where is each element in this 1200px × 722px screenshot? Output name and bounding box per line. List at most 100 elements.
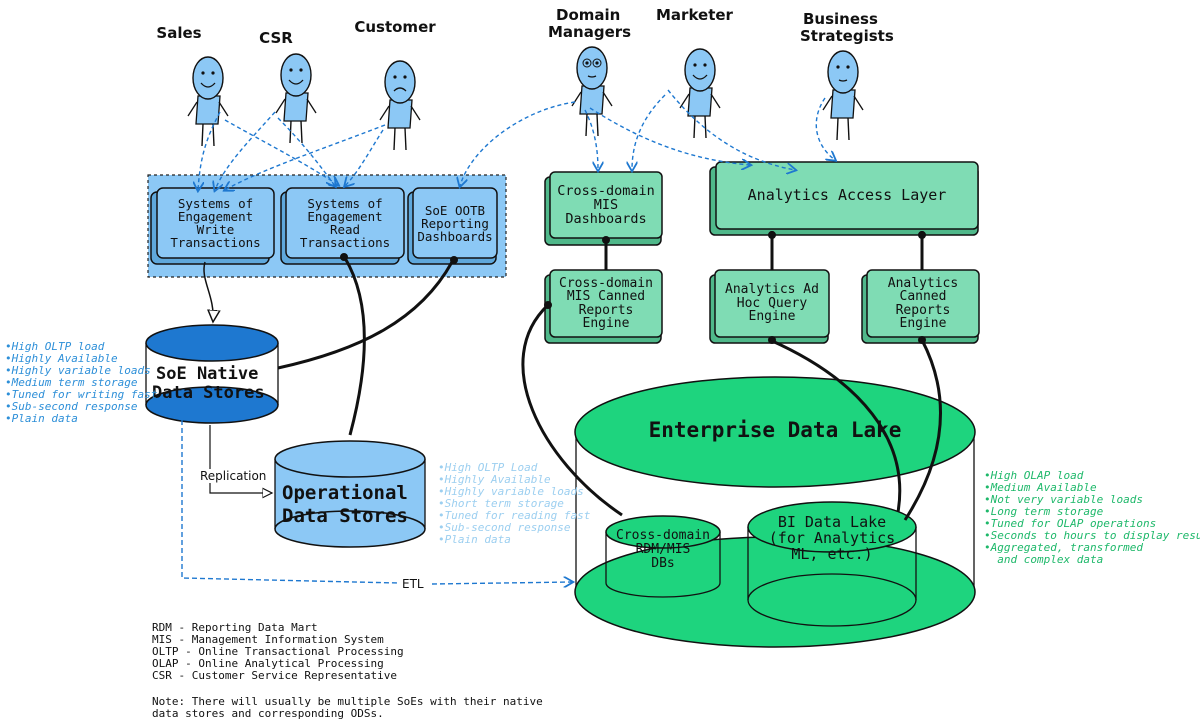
box-line: Engagement [177, 209, 254, 224]
box-line: Hoc Query [736, 295, 808, 311]
adhoc-box [709, 269, 830, 344]
analytics-access-box [709, 161, 979, 236]
replication-label: Replication [198, 469, 269, 483]
people-group [187, 46, 864, 151]
box-line: Read [329, 222, 361, 237]
persona-label-line: Domain [556, 6, 621, 24]
note-item: •Highly Available [5, 352, 118, 365]
soe-ootb-label: SoE OOTB Reporting Dashboards [413, 188, 497, 258]
store-line: Data Stores [282, 505, 408, 527]
persona-label-domain-managers: Domain Managers [548, 7, 638, 41]
person-customer-icon [379, 60, 421, 151]
analytics-canned-label: Analytics Canned Reports Engine [867, 270, 979, 337]
note-item: •Short term storage [438, 497, 564, 510]
box-line: Reports [578, 302, 634, 318]
box-line: MIS [593, 197, 619, 213]
note-item: •Aggregated, transformed [984, 541, 1143, 554]
note-item: •Plain data [5, 412, 78, 425]
note-item: •High OLTP load [5, 340, 105, 353]
legend-item: OLTP - Online Transactional Processing [152, 645, 404, 658]
store-line: BI Data Lake [777, 513, 887, 531]
note-item: •Tuned for reading fast [438, 509, 591, 522]
mis-canned-label: Cross-domain MIS Canned Reports Engine [550, 270, 662, 337]
legend-item: RDM - Reporting Data Mart [152, 621, 318, 634]
box-line: Cross-domain [559, 275, 653, 291]
box-line: Transactions [170, 235, 261, 250]
box-line: MIS Canned [566, 289, 646, 304]
data-lake-cylinder [574, 376, 976, 648]
store-line: RDM/MIS [635, 542, 691, 557]
note-item: •High OLAP load [984, 469, 1084, 482]
legend-note: Note: There will usually be multiple SoE… [152, 696, 543, 720]
person-marketer-icon [679, 48, 721, 139]
persona-label-line: Managers [548, 23, 632, 41]
mis-dashboards-box [544, 171, 663, 246]
bi-lake-cylinder [747, 501, 917, 627]
rdm-cylinder [605, 515, 721, 598]
legend-note-line: Note: There will usually be multiple SoE… [152, 695, 543, 708]
soe-write-label: Systems of Engagement Write Transactions [157, 188, 274, 258]
mis-dashboards-label: Cross-domain MIS Dashboards [550, 172, 662, 238]
box-line: Reporting [421, 215, 489, 231]
etl-link-b [431, 582, 572, 584]
rdm-label: Cross-domain RDM/MIS DBs [606, 529, 720, 571]
box-line: Cross-domain [557, 183, 655, 199]
box-line: Engine [899, 316, 947, 331]
legend-note-line: data stores and corresponding ODSs. [152, 707, 384, 720]
legend-item: CSR - Customer Service Representative [152, 669, 398, 682]
note-item: •Plain data [438, 533, 511, 546]
analytics-canned-box [861, 269, 980, 344]
legend-item: MIS - Management Information System [152, 633, 384, 646]
note-item: •Tuned for writing fast [5, 388, 158, 401]
box-line: Dashboards [565, 211, 647, 227]
bi-lake-label: BI Data Lake (for Analytics ML, etc.) [750, 514, 914, 562]
store-line: (for Analytics [768, 529, 896, 547]
note-item: •High OLTP Load [438, 461, 538, 474]
ods-label: Operational Data Stores [282, 482, 427, 528]
persona-label-customer: Customer [354, 18, 436, 36]
soe-ootb-box [407, 187, 498, 265]
soe-read-box [280, 187, 405, 265]
persona-label-line: Strategists [800, 27, 894, 45]
person-csr-icon [275, 53, 317, 144]
etl-link-a [181, 420, 399, 584]
note-item: •Highly variable loads [5, 364, 151, 377]
note-item: •Sub-second response [5, 400, 138, 413]
analytics-access-label: Analytics Access Layer [747, 186, 947, 204]
soe-notes: •High OLTP load•Highly Available•Highly … [5, 341, 157, 425]
note-item: •Not very variable loads [984, 493, 1143, 506]
note-item: •Tuned for OLAP operations [984, 517, 1157, 530]
box-line: Reports [895, 302, 951, 318]
lake-notes: •High OLAP load•Medium Available•Not ver… [984, 470, 1200, 566]
persona-links [198, 89, 835, 190]
store-line: DBs [651, 556, 675, 571]
etl-label: ETL [400, 577, 426, 591]
note-item: •Medium Available [984, 481, 1097, 494]
legend-item: OLAP - Online Analytical Processing [152, 657, 384, 670]
persona-label-marketer: Marketer [656, 6, 733, 24]
box-line: Dashboards [417, 228, 493, 244]
box-line: Engine [748, 309, 796, 325]
soe-native-label: SoE Native Data Stores [152, 365, 282, 403]
box-line: Engagement [307, 209, 383, 224]
persona-label-business-strategists: Business Strategists [800, 11, 910, 45]
store-line: Data Stores [152, 383, 265, 403]
ods-cylinder [274, 440, 426, 548]
box-line: Canned [899, 289, 947, 304]
box-line: SoE OOTB [424, 202, 486, 218]
note-item: and complex data [984, 553, 1104, 566]
box-line: Analytics Ad [725, 282, 819, 298]
mis-canned-box [544, 269, 663, 344]
persona-label-sales: Sales [156, 24, 202, 42]
store-line: SoE Native [156, 364, 259, 384]
note-item: •Long term storage [984, 505, 1104, 518]
soe-native-cylinder [145, 324, 279, 424]
note-item: •Seconds to hours to display results [984, 529, 1200, 542]
note-item: •Sub-second response [438, 521, 571, 534]
persona-label-csr: CSR [259, 29, 293, 47]
note-item: •Medium term storage [5, 376, 138, 389]
box-line: Analytics [887, 275, 959, 291]
person-sales-icon [187, 56, 229, 147]
soe-write-box [150, 187, 275, 265]
